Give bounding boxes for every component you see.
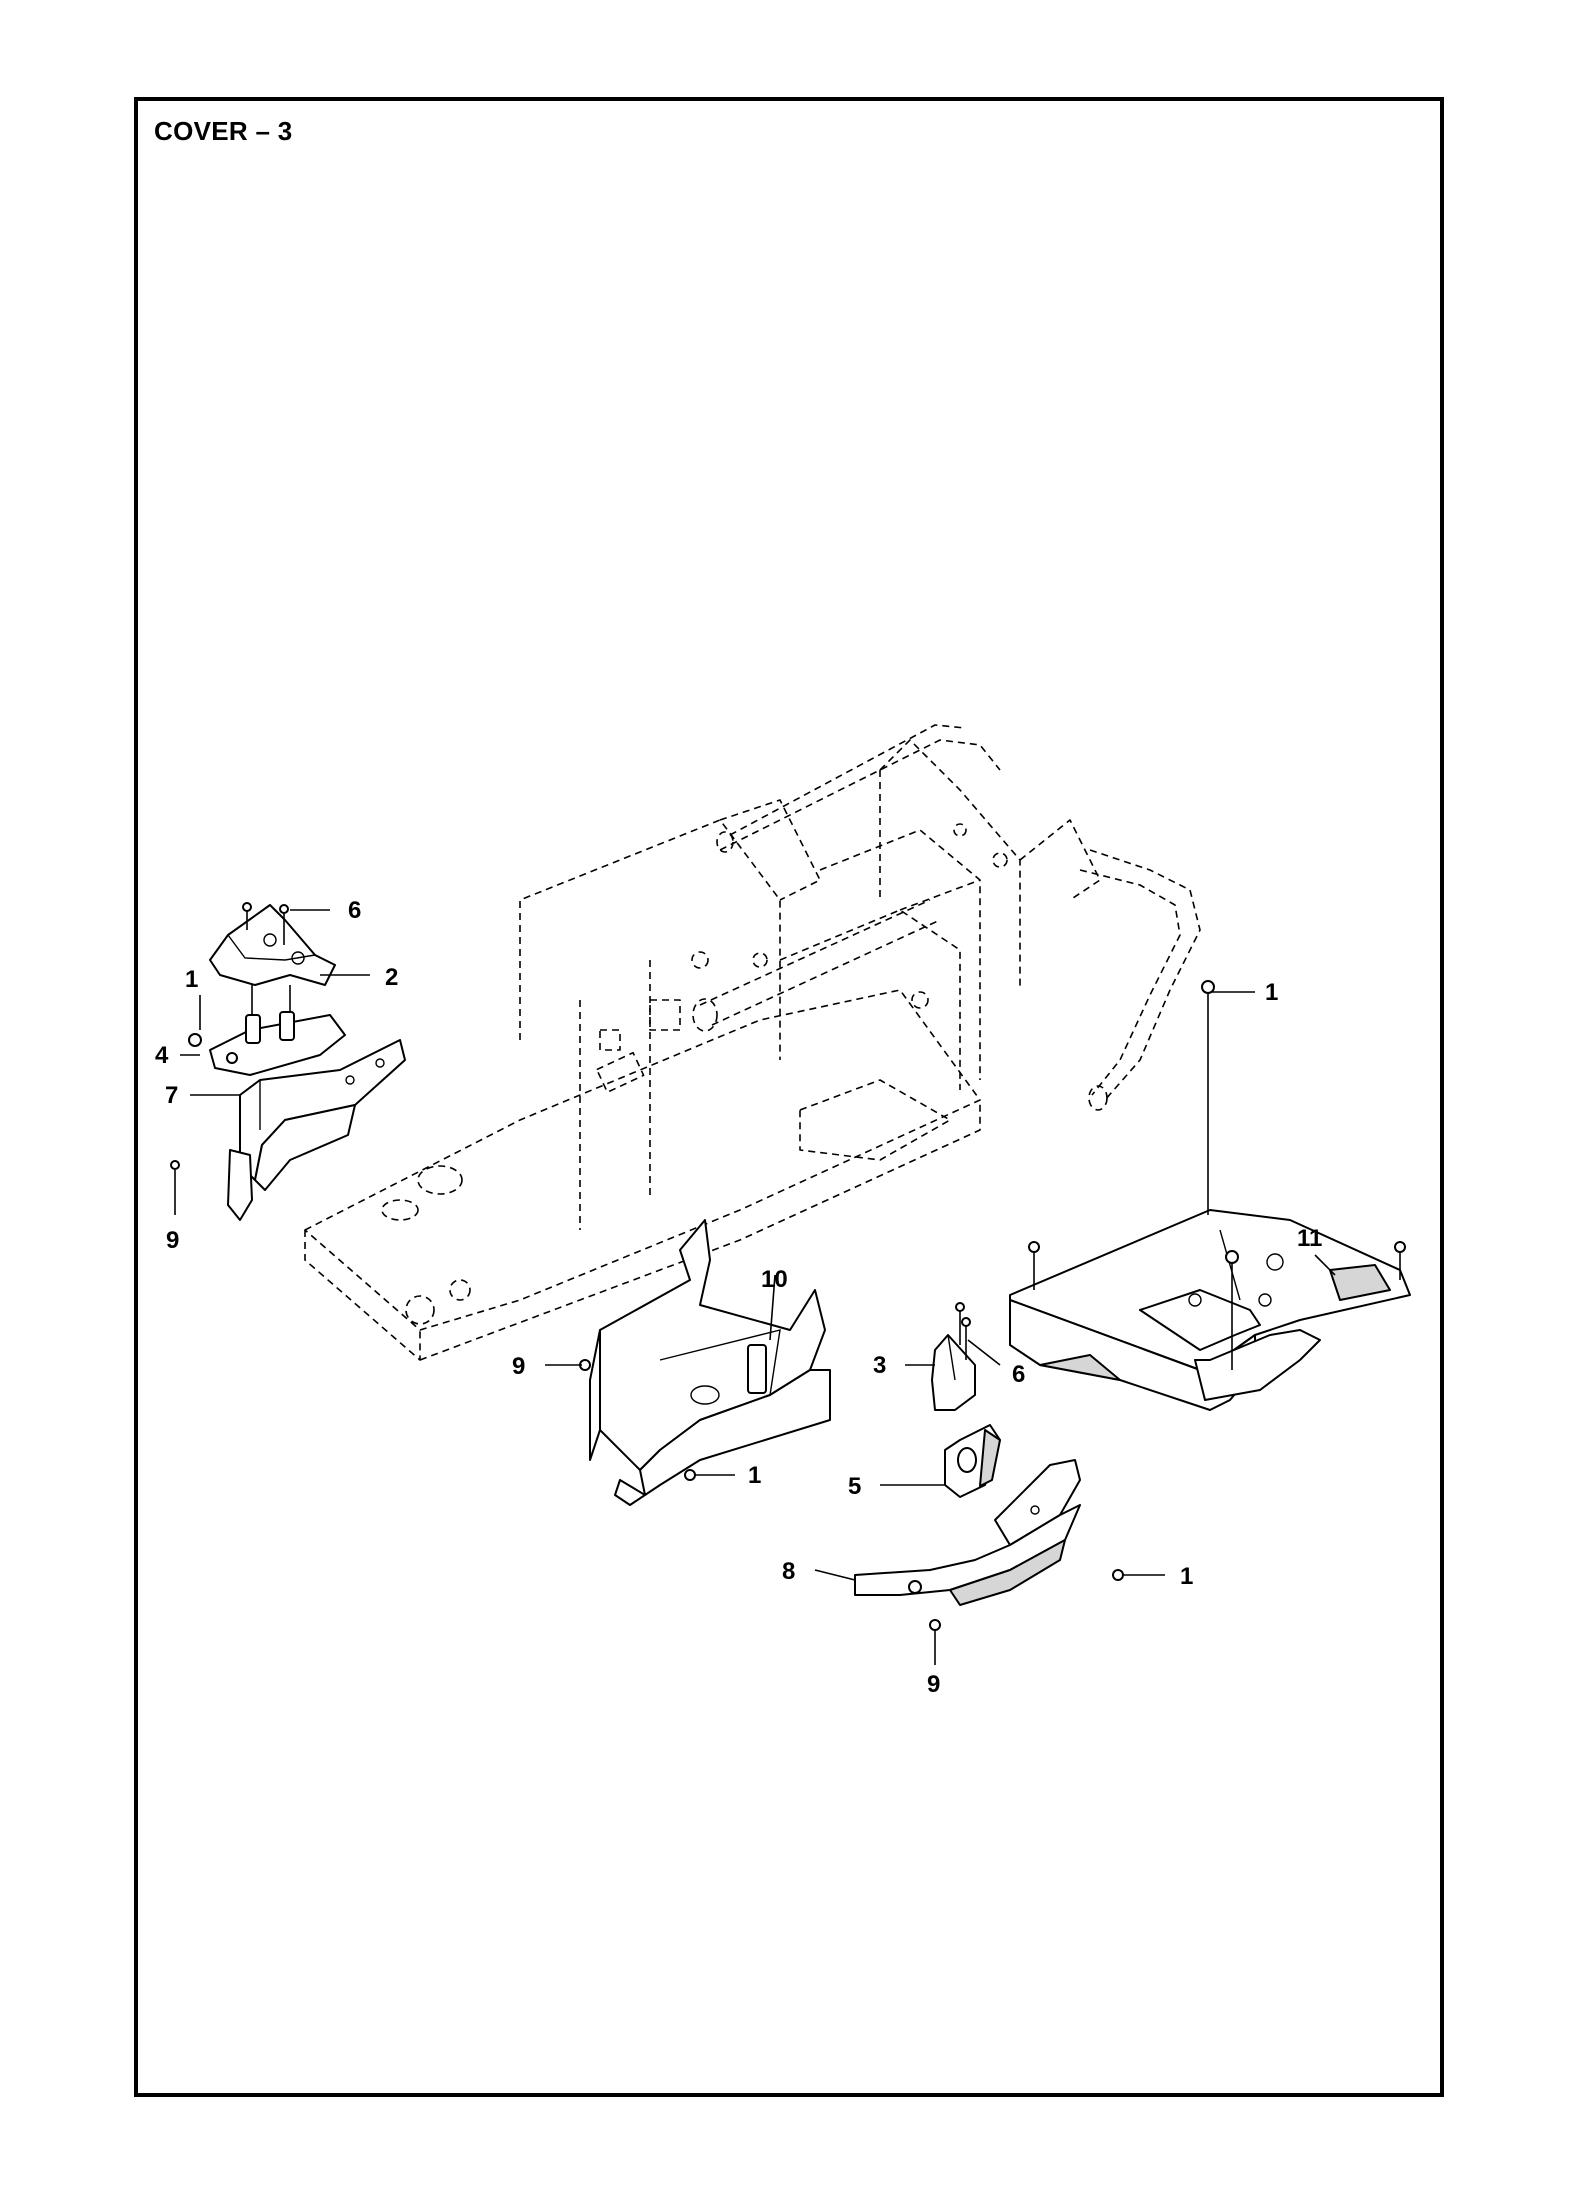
callout-3: 3: [873, 1352, 886, 1379]
chassis-frame: [304, 724, 1201, 1361]
callout-9: 9: [512, 1353, 525, 1380]
diagram-frame: [134, 97, 1444, 2097]
leader-lines: [174, 909, 1336, 1665]
part-5-right-plate: [944, 1424, 1001, 1498]
callout-4: 4: [155, 1042, 169, 1069]
callout-9: 9: [166, 1227, 179, 1254]
callout-6: 6: [348, 897, 361, 924]
callout-1: 1: [185, 966, 198, 993]
callout-labels: 6 1 2 4 7 9 1 11 10 9 3 6 1 5 8 1 9: [155, 897, 1322, 1698]
callout-7: 7: [165, 1082, 178, 1109]
part-7-left-shield: [227, 1039, 406, 1221]
diagram-title: COVER – 3: [154, 116, 293, 146]
callout-10: 10: [761, 1266, 788, 1293]
part-8-right-shield: [854, 1459, 1081, 1606]
callout-9: 9: [927, 1671, 940, 1698]
callout-8: 8: [782, 1558, 795, 1585]
callout-5: 5: [848, 1473, 861, 1500]
part-10-center-cover: [589, 1219, 831, 1506]
callout-1: 1: [1180, 1563, 1193, 1590]
part-2-left-cover-upper: [209, 902, 336, 1020]
callout-1: 1: [1265, 979, 1278, 1006]
callout-2: 2: [385, 964, 398, 991]
callout-1: 1: [748, 1462, 761, 1489]
callout-11: 11: [1297, 1225, 1322, 1252]
part-11-floor-plate: [1009, 980, 1411, 1411]
part-4-left-plate: [188, 1011, 346, 1076]
part-3-right-bracket: [931, 1302, 976, 1411]
callout-6: 6: [1012, 1361, 1025, 1388]
